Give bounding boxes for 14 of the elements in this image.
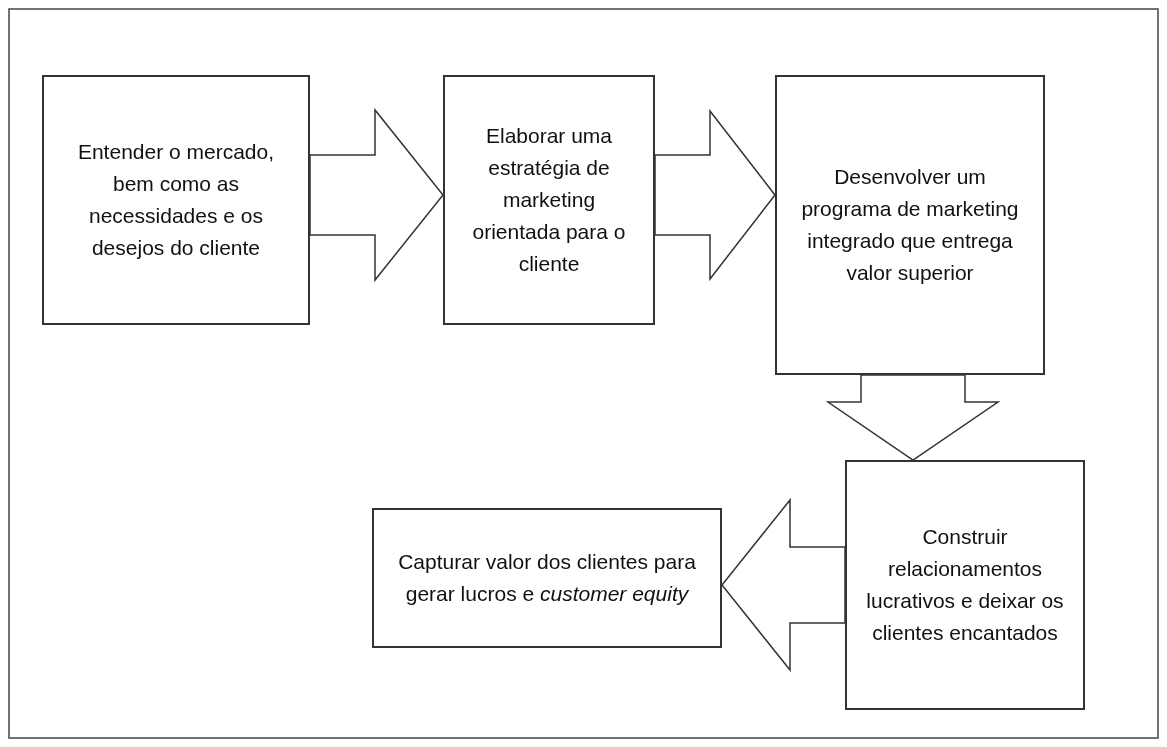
box-text: Entender o mercado, bem como as necessidades e os desejos do cliente: [76, 139, 276, 261]
process-box: [443, 75, 655, 325]
box-text: Construir relacionamentos lucrativos e deixar os clientes encantados: [865, 524, 1065, 646]
block-arrow: [654, 108, 776, 282]
block-arrow: [309, 107, 444, 283]
process-box: [42, 75, 310, 325]
process-box: [775, 75, 1045, 375]
box-text: Desenvolver um programa de marketing integrado que entrega valor superior: [800, 164, 1020, 286]
box-text: Elaborar uma estratégia de marketing orientada para o cliente: [471, 123, 627, 277]
process-box: [372, 508, 722, 648]
box-text: Capturar valor dos clientes para gerar lucros e customer equity: [398, 549, 696, 607]
process-box: [845, 460, 1085, 710]
block-arrow: [721, 497, 846, 673]
block-arrow: [825, 374, 1001, 461]
